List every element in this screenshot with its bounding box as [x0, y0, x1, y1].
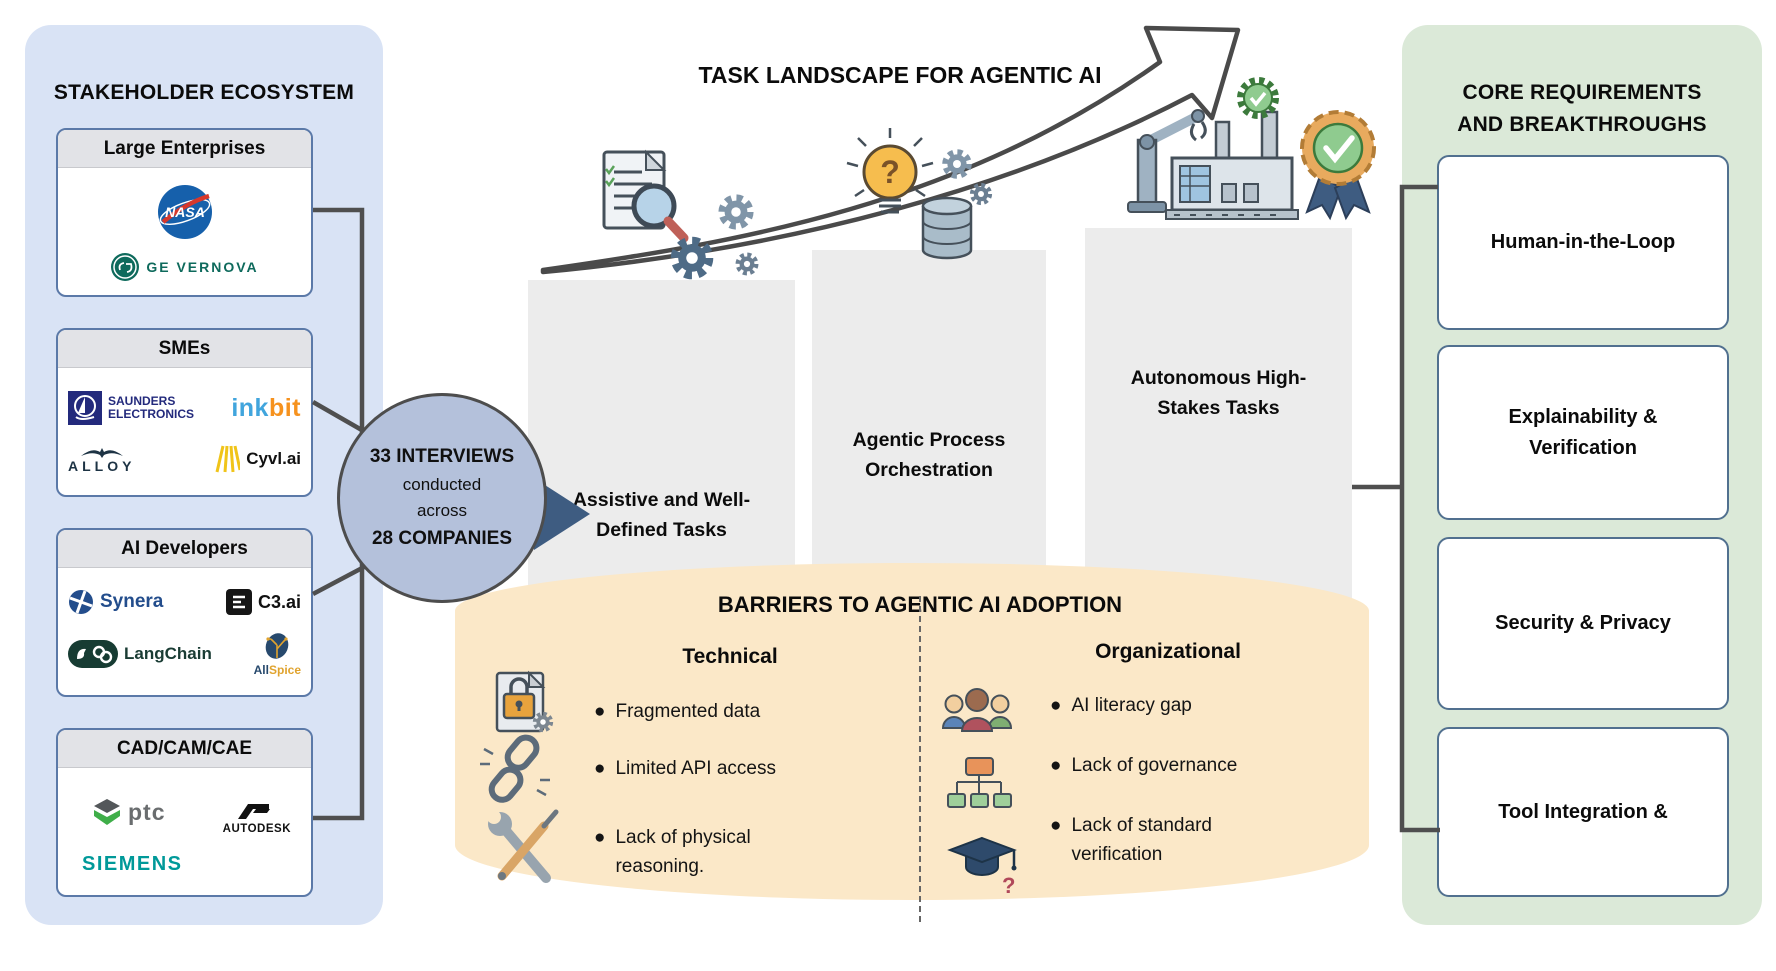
- group-card-header: SMEs: [58, 330, 311, 368]
- c3ai-logo: C3.ai: [225, 589, 301, 615]
- synera-wordmark: Synera: [100, 591, 164, 612]
- group-card-ai-developers: AI Developers Synera C3.ai: [56, 528, 313, 697]
- barrier-item: ● Lack of physical reasoning.: [594, 827, 751, 877]
- requirements-panel-title: CORE REQUIREMENTS AND BREAKTHROUGHS: [1457, 81, 1707, 136]
- requirement-box-security-privacy: Security & Privacy: [1437, 537, 1729, 710]
- ptc-hex-icon: [94, 799, 120, 826]
- autodesk-wordmark: AUTODESK: [222, 823, 291, 836]
- ge-monogram-icon: [111, 253, 140, 281]
- data-stack-icon: [921, 196, 973, 260]
- stage-label: Assistive and Well-Defined Tasks: [572, 489, 751, 542]
- interviews-badge: 33 INTERVIEWS conducted across 28 COMPAN…: [337, 393, 547, 603]
- alloy-logo: ALLOY: [68, 445, 135, 474]
- group-card-header: CAD/CAM/CAE: [58, 730, 311, 768]
- allspice-wordmark: AllSpice: [253, 663, 301, 677]
- stakeholder-panel-title: STAKEHOLDER ECOSYSTEM: [53, 81, 355, 104]
- task-landscape-title: TASK LANDSCAPE FOR AGENTIC AI: [698, 62, 1102, 88]
- group-card-large-enterprises: Large Enterprises NASA GE VERNOVA: [56, 128, 313, 297]
- barrier-item: ● Limited API access: [594, 758, 777, 779]
- barriers-divider: [919, 596, 921, 922]
- gear-check-icon: [1237, 77, 1279, 119]
- inkbit-logo: inkbit: [231, 393, 301, 422]
- autodesk-mark-icon: [237, 804, 270, 820]
- synera-mark-icon: [69, 590, 93, 614]
- barrier-item: ● Lack of standard verification: [1050, 815, 1212, 865]
- tools-icon: [487, 809, 559, 883]
- ge-vernova-logo: GE VERNOVA: [110, 252, 258, 282]
- nasa-wordmark: NASA: [165, 204, 205, 220]
- svg-text:?: ?: [1002, 873, 1015, 898]
- gears-icon: [676, 199, 756, 274]
- stage-label: Agentic Process Orchestration: [852, 429, 1006, 482]
- stage-label: Autonomous High-Stakes Tasks: [1130, 367, 1307, 420]
- stage-column-orchestration: Agentic Process Orchestration: [812, 250, 1046, 810]
- interviews-count: 33 INTERVIEWS: [369, 446, 515, 468]
- stage-column-autonomous: Autonomous High-Stakes Tasks: [1085, 228, 1352, 810]
- barrier-item: ● Fragmented data: [594, 701, 761, 722]
- svg-text:?: ?: [880, 154, 900, 190]
- autodesk-logo: AUTODESK: [223, 803, 291, 835]
- idea-bulb-icon: ?: [846, 128, 934, 214]
- requirement-box-human-in-the-loop: Human-in-the-Loop: [1437, 155, 1729, 330]
- allspice-logo: AllSpice: [254, 632, 301, 676]
- barriers-technical-header: Technical: [682, 645, 778, 668]
- cyvl-logo: Cyvl.ai: [214, 444, 301, 474]
- ge-vernova-wordmark: GE VERNOVA: [146, 259, 259, 275]
- companies-count: 28 COMPANIES: [371, 528, 513, 550]
- langchain-parrot-icon: [68, 640, 118, 668]
- allspice-leaf-icon: [266, 633, 289, 659]
- synera-logo: Synera: [68, 589, 163, 615]
- group-card-header: AI Developers: [58, 530, 311, 568]
- nasa-logo: NASA: [156, 183, 214, 241]
- barrier-item: ● Lack of governance: [1050, 755, 1238, 776]
- nasa-meatball-icon: NASA: [157, 185, 212, 239]
- c3ai-mark-icon: [225, 589, 252, 615]
- requirement-box-tool-integration: Tool Integration &: [1437, 727, 1729, 897]
- langchain-logo: LangChain: [68, 640, 212, 668]
- graduation-cap-icon: ?: [947, 836, 1017, 898]
- c3ai-wordmark: C3.ai: [257, 591, 301, 612]
- langchain-wordmark: LangChain: [124, 644, 212, 663]
- stage-column-assistive: Assistive and Well-Defined Tasks: [528, 280, 795, 810]
- barrier-item: ● AI literacy gap: [1050, 695, 1192, 716]
- saunders-sail-icon: [68, 391, 102, 425]
- barriers-organizational-header: Organizational: [1095, 640, 1241, 663]
- ptc-logo: ptc: [92, 796, 166, 828]
- group-card-cad-cam-cae: CAD/CAM/CAE ptc AUTODESK: [56, 728, 313, 897]
- ptc-wordmark: ptc: [128, 798, 166, 825]
- quality-badge-icon: [1300, 110, 1376, 221]
- document-analysis-icon: [602, 149, 689, 243]
- cyvl-road-icon: [215, 445, 241, 473]
- automated-factory-icon: [1127, 109, 1299, 220]
- siemens-wordmark: SIEMENS: [82, 852, 183, 875]
- cyvl-wordmark: Cyvl.ai: [246, 449, 301, 468]
- alloy-wordmark: ALLOY: [68, 457, 136, 474]
- gears-icon: [946, 153, 990, 203]
- group-card-header: Large Enterprises: [58, 130, 311, 168]
- alloy-bird-icon: [80, 447, 123, 458]
- requirement-box-explainability: Explainability & Verification: [1437, 345, 1729, 520]
